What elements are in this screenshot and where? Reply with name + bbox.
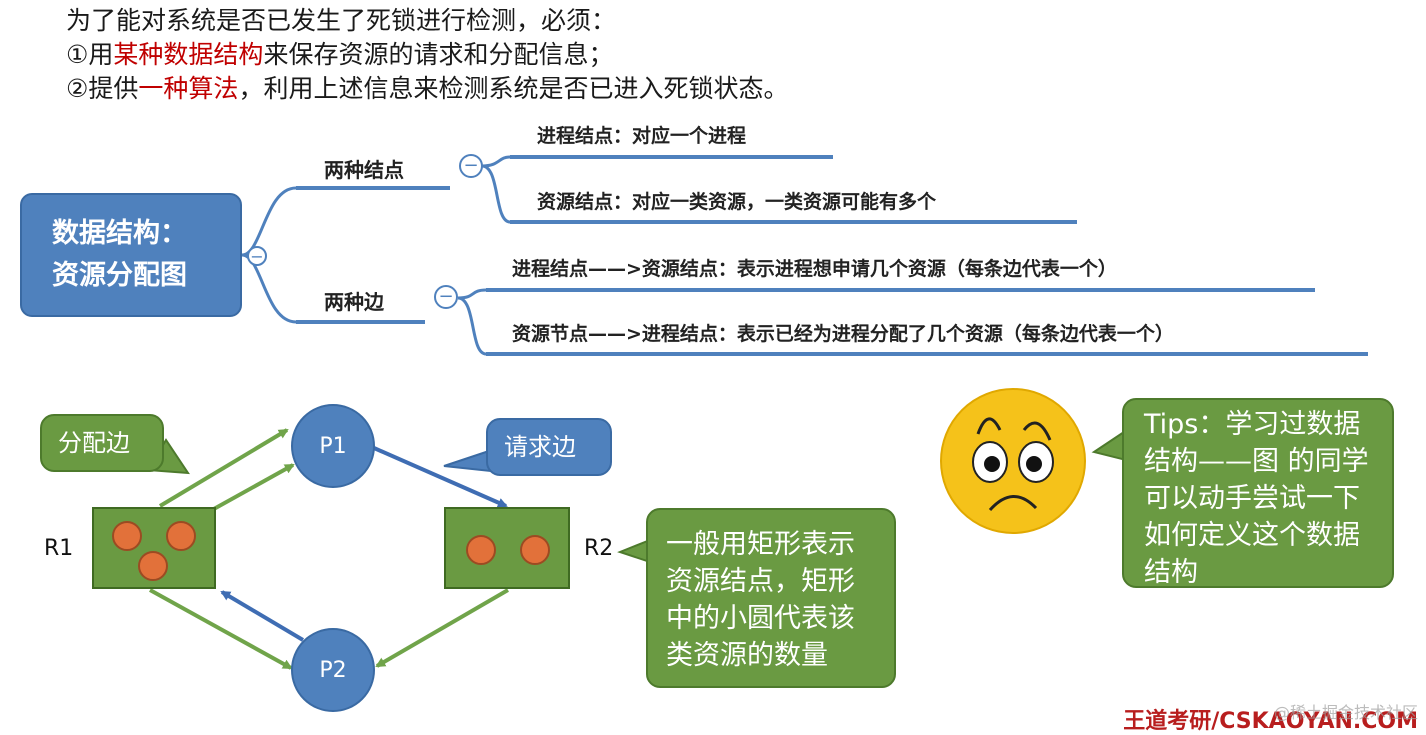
resource-instance [138,551,168,581]
edge-r1-to-p1-a [158,428,289,508]
leaf-resource-node: 资源结点：对应一类资源，一类资源可能有多个 [537,191,937,213]
resource-note-callout: 一般用矩形表示资源结点，矩形中的小圆代表该类资源的数量 [646,508,896,688]
leaf-process-node: 进程结点：对应一个进程 [537,125,747,147]
edge-r1-to-p2 [149,588,293,670]
intro-line-2: ①用某种数据结构来保存资源的请求和分配信息； [66,40,614,69]
branch-edge-types: 两种边 [324,290,384,314]
process-p1: P1 [291,404,375,488]
edge-r2-to-p2 [375,588,510,668]
resource-instance [466,535,496,565]
intro-line-3: ②提供一种算法，利用上述信息来检测系统是否已进入死锁状态。 [66,74,789,103]
mindmap-root-node: 数据结构： 资源分配图 [20,193,242,317]
leaf-allocation-edge: 资源节点——>进程结点：表示已经为进程分配了几个资源（每条边代表一个） [512,323,1174,345]
highlight-algorithm: 一种算法 [138,74,239,103]
edge-p2-to-r1 [220,590,305,642]
resource-instance [166,521,196,551]
edge-p1-to-r2 [373,446,508,508]
resource-r1 [92,507,216,589]
allocation-edge-callout: 分配边 [40,414,164,472]
platform-watermark: @稀土掘金技术社区 [1273,703,1418,722]
branch1-collapse-toggle[interactable]: − [459,154,483,178]
frowning-face-icon [940,388,1086,534]
process-p2: P2 [291,628,375,712]
label-r1: R1 [44,536,74,561]
leaf-request-edge: 进程结点——>资源结点：表示进程想申请几个资源（每条边代表一个） [512,258,1117,280]
tips-callout: Tips：学习过数据结构——图 的同学可以动手尝试一下如何定义这个数据结构 [1122,398,1394,588]
request-edge-callout: 请求边 [486,418,612,476]
resource-instance [112,521,142,551]
branch2-collapse-toggle[interactable]: − [434,285,458,309]
resource-instance [520,535,550,565]
root-title-line2: 资源分配图 [52,260,187,291]
highlight-data-structure: 某种数据结构 [113,40,264,69]
root-title-line1: 数据结构： [52,218,187,249]
edge-r1-to-p1-b [211,463,295,512]
branch-node-types: 两种结点 [324,158,404,182]
label-r2: R2 [584,536,614,561]
intro-line-1: 为了能对系统是否已发生了死锁进行检测，必须： [66,6,617,35]
resource-r2 [444,507,570,589]
root-collapse-toggle[interactable]: − [247,246,267,266]
